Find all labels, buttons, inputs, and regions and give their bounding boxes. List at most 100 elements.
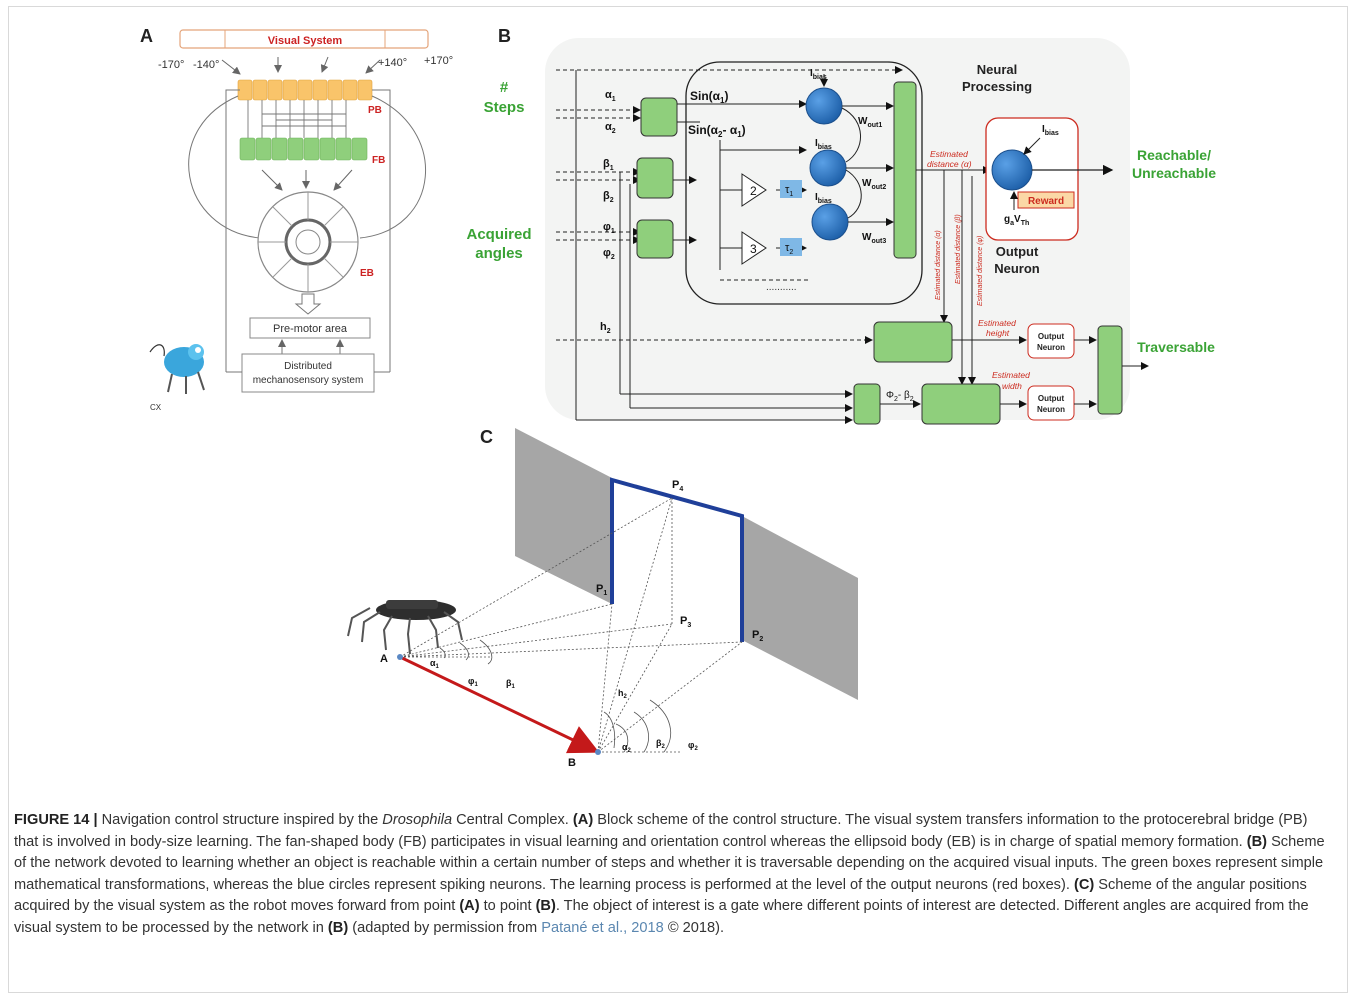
- svg-text:Φ2- β2: Φ2- β2: [886, 390, 914, 403]
- delay-triangle-3: [741, 231, 767, 265]
- mechano-line2: mechanosensory system: [253, 375, 364, 386]
- panel-a-label: A: [140, 26, 153, 46]
- robot-label: CX: [150, 403, 162, 412]
- svg-text:α2: α2: [622, 742, 632, 754]
- caption-text-9: © 2018).: [663, 919, 725, 936]
- panel-b: B # Steps Acquired angles α1 α2 β1 β2 φ1…: [466, 26, 1216, 425]
- output-neuron-small-width: [1027, 385, 1075, 421]
- delay-3-label: 3: [750, 242, 757, 256]
- wout3-sub: out3: [871, 238, 886, 245]
- h2-label: h: [600, 321, 607, 333]
- pb-cell: [252, 79, 268, 101]
- p4-label: P: [672, 479, 679, 491]
- fb-cell: [319, 137, 336, 161]
- robot-path-arrow: [399, 655, 600, 754]
- hexapod-robot-icon: [347, 600, 463, 655]
- svg-text:P3: P3: [680, 615, 691, 629]
- c-beta2-sub: 2: [662, 744, 666, 750]
- c-h2: h: [618, 688, 624, 698]
- alpha2-label: α: [605, 121, 612, 133]
- panel-b-label: B: [498, 26, 511, 46]
- c-alpha2: α: [622, 742, 628, 752]
- spiking-neuron-1: [805, 87, 843, 125]
- ibias-2: I: [815, 138, 818, 149]
- phi-beta-sub2: 2: [910, 396, 914, 403]
- est-beta-vertical: Estimated distance (β): [955, 214, 962, 284]
- panel-c-label: C: [480, 427, 493, 447]
- svg-text:P1: P1: [596, 583, 607, 597]
- out-ibias: I: [1042, 124, 1045, 135]
- panel-c: C: [347, 427, 858, 769]
- svg-text:β1: β1: [603, 158, 614, 172]
- pb-cell: [297, 79, 313, 101]
- caption-ref-b3: (B): [327, 919, 349, 936]
- svg-text:β1: β1: [506, 678, 516, 690]
- pb-label: PB: [368, 105, 382, 116]
- svg-text:Wout2: Wout2: [862, 178, 886, 191]
- svg-text:α2: α2: [605, 121, 616, 135]
- c-phi1: φ: [468, 676, 475, 686]
- est-dist-label-2: distance (α): [927, 159, 972, 169]
- pb-row: [237, 79, 373, 101]
- svg-text:Sin(α2- α1): Sin(α2- α1): [688, 123, 746, 139]
- reward-box: [1017, 191, 1075, 209]
- svg-text:h2: h2: [600, 321, 611, 335]
- width-box: [921, 383, 1001, 425]
- green-box-beta: [636, 157, 674, 199]
- svg-text:P4: P4: [672, 479, 683, 493]
- eb-ring: [257, 191, 359, 293]
- fb-cell: [239, 137, 256, 161]
- caption-separator: |: [89, 812, 102, 828]
- green-box-phi: [636, 219, 674, 259]
- svg-text:Wout1: Wout1: [858, 116, 882, 129]
- svg-text:φ2: φ2: [603, 247, 615, 261]
- vth-sub: Th: [1021, 220, 1030, 227]
- traversable-box: [1097, 325, 1123, 415]
- svg-text:Ibias: Ibias: [815, 138, 832, 151]
- dots-label: ...........: [766, 282, 797, 293]
- c-h2-sub: 2: [624, 694, 628, 700]
- caption-ref-a: (A): [572, 812, 594, 828]
- fb-cell: [303, 137, 320, 161]
- est-height-2: height: [986, 328, 1010, 338]
- svg-text:P2: P2: [752, 629, 763, 643]
- caption-text-5: Scheme of the angular positions acquired…: [14, 876, 1307, 915]
- pb-cell: [357, 79, 373, 101]
- ibias-1: I: [810, 68, 813, 79]
- wout1-sub: out1: [867, 122, 882, 129]
- phi2-label: φ: [603, 247, 611, 259]
- neural-label-1: Neural: [977, 62, 1017, 77]
- sin1-label: Sin(α: [690, 89, 721, 103]
- est-height-1: Estimated: [978, 318, 1016, 328]
- phi2-sub: 2: [611, 254, 615, 261]
- svg-text:Ibias: Ibias: [1042, 124, 1059, 137]
- wout2-label: W: [862, 178, 872, 189]
- caption-citation-link[interactable]: Patané et al., 2018: [541, 919, 664, 936]
- steps-hash: #: [500, 79, 509, 96]
- tau2-box: [780, 238, 802, 256]
- c-alpha1: α: [430, 658, 436, 668]
- caption-ref-b: (B): [1246, 833, 1268, 850]
- mechano-line1: Distributed: [284, 361, 332, 372]
- fb-label: FB: [372, 155, 385, 166]
- sin2-sub2: 1: [737, 130, 742, 139]
- p2-sub: 2: [759, 636, 763, 643]
- delay-2-label: 2: [750, 184, 757, 198]
- caption-text-8: (adapted by permission from: [348, 919, 542, 936]
- beta2-label: β: [603, 190, 610, 202]
- steps-label: Steps: [484, 99, 525, 116]
- fb-cell: [271, 137, 288, 161]
- c-alpha1-sub: 1: [436, 664, 440, 670]
- est-phi-vertical: Estimated distance (φ): [977, 236, 984, 306]
- panel-a: A Visual System -170° -140° +140° +170° …: [140, 26, 453, 412]
- c-beta1-sub: 1: [512, 684, 516, 690]
- out-small-w-1: Output: [1038, 394, 1065, 403]
- caption-ref-b2: (B): [535, 898, 556, 914]
- svg-text:α1: α1: [605, 89, 616, 103]
- c-beta1: β: [506, 678, 512, 688]
- tau1-label: τ: [785, 184, 790, 196]
- phi1-label: φ: [603, 221, 611, 233]
- ga-sub: a: [1010, 220, 1014, 227]
- sin1-end: ): [725, 89, 729, 103]
- fb-cell: [335, 137, 352, 161]
